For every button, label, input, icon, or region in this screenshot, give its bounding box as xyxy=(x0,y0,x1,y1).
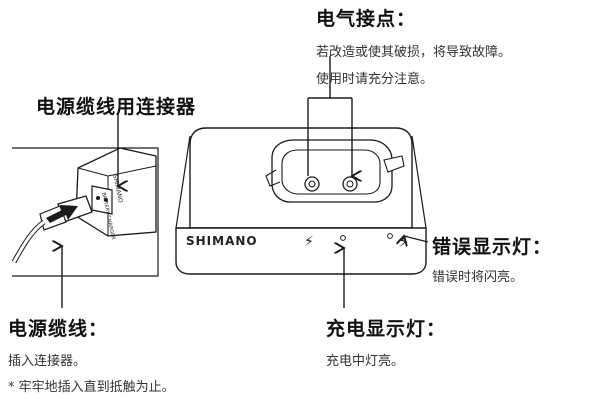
contacts-desc-2: 使用时请充分注意。 xyxy=(316,72,434,87)
charge-led-icon: ⚡ xyxy=(304,234,314,250)
charger-illustration xyxy=(175,127,427,275)
error-led-title: 错误显示灯： xyxy=(432,236,553,258)
power-cable-title: 电源缆线： xyxy=(8,318,109,340)
battery-cradle xyxy=(265,139,405,203)
leader-lines xyxy=(62,56,429,308)
connector-inset xyxy=(11,147,159,277)
error-led-dot xyxy=(387,233,393,239)
power-cable-note: * 牢牢地插入直到抵触为止。 xyxy=(8,380,175,395)
charge-led-desc: 充电中灯亮。 xyxy=(326,354,405,369)
connector-title: 电源缆线用连接器 xyxy=(36,96,197,118)
charge-led-title: 充电显示灯： xyxy=(326,318,447,340)
error-leader xyxy=(404,236,429,242)
error-led-icon: ⚡ xyxy=(398,232,410,251)
power-cable-desc: 插入连接器。 xyxy=(8,354,87,369)
charger-brand-label: SHIMANO xyxy=(186,234,258,248)
error-led-desc: 错误时将闪亮。 xyxy=(432,270,524,285)
insert-arrow xyxy=(46,205,78,223)
charge-led-dot xyxy=(340,235,346,241)
contacts-title: 电气接点： xyxy=(316,8,417,30)
contacts-leader xyxy=(307,56,352,176)
contacts-desc-1: 若改造或使其破损，将导致故障。 xyxy=(316,45,512,60)
